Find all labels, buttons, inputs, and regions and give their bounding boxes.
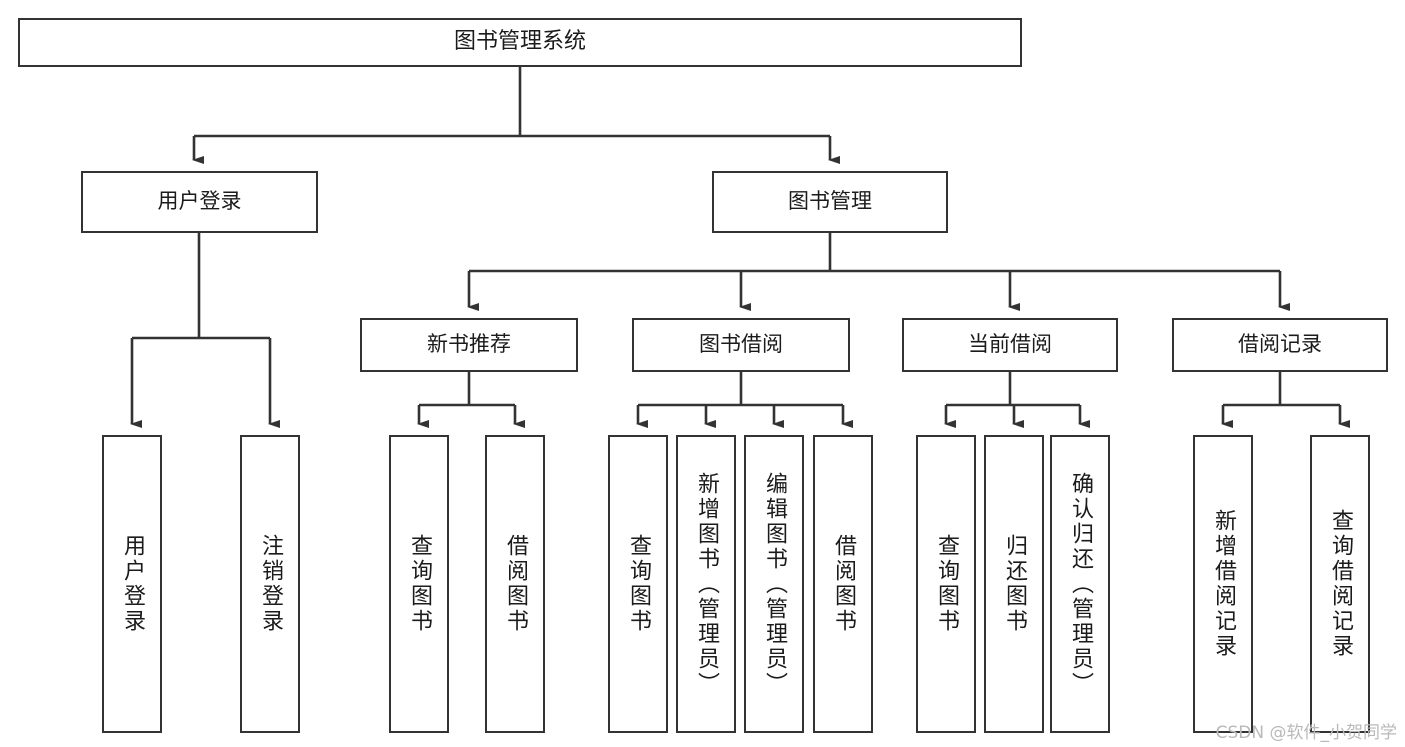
node-label: 当前借阅 <box>968 332 1052 357</box>
leaf-user-login-signout[interactable]: 注销登录 <box>240 435 300 733</box>
node-label: 归还图书 <box>1002 534 1027 634</box>
leaf-record-add[interactable]: 新增借阅记录 <box>1193 435 1253 733</box>
node-label: 用户登录 <box>157 189 242 214</box>
node-label: 图书管理系统 <box>453 29 586 55</box>
leaf-borrow-edit-book[interactable]: 编辑图书（管理员） <box>744 435 804 733</box>
node-root-system[interactable]: 图书管理系统 <box>18 18 1022 67</box>
node-label: 借阅图书 <box>503 534 528 634</box>
leaf-borrow-borrow-book[interactable]: 借阅图书 <box>813 435 873 733</box>
leaf-record-query[interactable]: 查询借阅记录 <box>1310 435 1370 733</box>
leaf-borrow-add-book[interactable]: 新增图书（管理员） <box>676 435 736 733</box>
node-book-borrow[interactable]: 图书借阅 <box>632 318 850 372</box>
node-label: 用户登录 <box>120 534 145 634</box>
node-label: 图书借阅 <box>699 332 783 357</box>
node-label: 新增图书（管理员） <box>694 471 719 697</box>
leaf-user-login-signin[interactable]: 用户登录 <box>102 435 162 733</box>
node-label: 注销登录 <box>258 534 283 634</box>
node-label: 查询借阅记录 <box>1328 509 1353 659</box>
node-user-login[interactable]: 用户登录 <box>81 171 318 233</box>
leaf-borrow-query[interactable]: 查询图书 <box>608 435 668 733</box>
leaf-newbook-query[interactable]: 查询图书 <box>389 435 449 733</box>
node-label: 查询图书 <box>934 534 959 634</box>
node-label: 编辑图书（管理员） <box>762 471 787 697</box>
node-label: 查询图书 <box>626 534 651 634</box>
leaf-newbook-borrow[interactable]: 借阅图书 <box>485 435 545 733</box>
node-book-management[interactable]: 图书管理 <box>712 171 948 233</box>
node-current-borrow[interactable]: 当前借阅 <box>902 318 1118 372</box>
node-label: 查询图书 <box>407 534 432 634</box>
node-borrow-record[interactable]: 借阅记录 <box>1172 318 1388 372</box>
node-label: 确认归还（管理员） <box>1068 471 1093 697</box>
node-label: 新书推荐 <box>427 332 511 357</box>
leaf-current-confirm-return[interactable]: 确认归还（管理员） <box>1050 435 1110 733</box>
node-label: 图书管理 <box>788 189 872 214</box>
node-label: 借阅记录 <box>1238 332 1322 357</box>
node-new-book-recommend[interactable]: 新书推荐 <box>360 318 578 372</box>
leaf-current-return[interactable]: 归还图书 <box>984 435 1044 733</box>
leaf-current-query[interactable]: 查询图书 <box>916 435 976 733</box>
node-label: 新增借阅记录 <box>1211 509 1236 659</box>
node-label: 借阅图书 <box>831 534 856 634</box>
